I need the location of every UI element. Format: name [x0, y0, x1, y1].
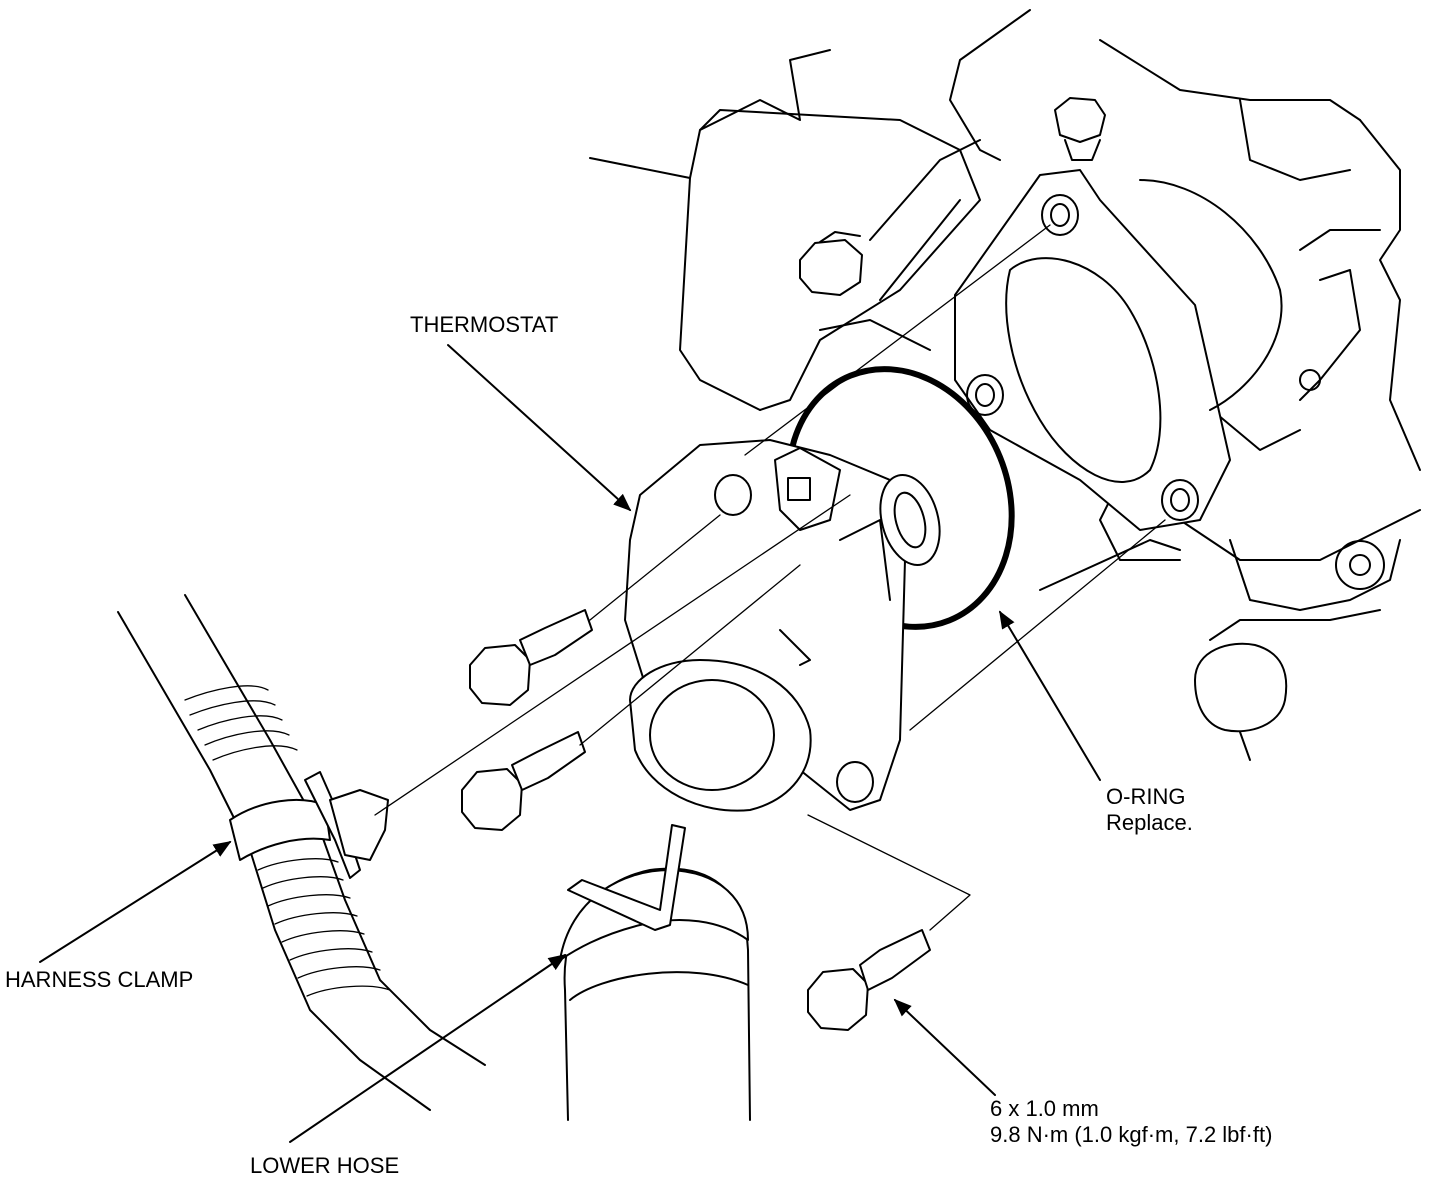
harness-clamp-leader [39, 841, 232, 963]
lower-hose-leader [289, 953, 567, 1143]
bolt-middle [461, 731, 586, 831]
bolt-upper [469, 609, 593, 706]
label-o-ring: O-RING [1106, 784, 1186, 809]
label-thermostat: THERMOSTAT [410, 312, 559, 337]
label-bolt-size: 6 x 1.0 mm [990, 1096, 1099, 1121]
assembly-guide-lines [374, 224, 1166, 931]
thermostat-leader [447, 344, 632, 512]
bolt-lower [807, 929, 931, 1031]
label-lower-hose: LOWER HOSE [250, 1153, 400, 1178]
label-bolt-torque: 9.8 N·m (1.0 kgf·m, 7.2 lbf·ft) [990, 1122, 1273, 1147]
bolt-torque-leader [893, 998, 996, 1096]
wire-harness [117, 594, 486, 1111]
thermostat-housing [624, 439, 941, 812]
engine-block [589, 9, 1421, 761]
label-o-ring-note: Replace. [1106, 810, 1193, 835]
o-ring-leader [999, 610, 1101, 781]
label-harness-clamp: HARNESS CLAMP [5, 967, 194, 992]
lower-hose [559, 824, 751, 1121]
